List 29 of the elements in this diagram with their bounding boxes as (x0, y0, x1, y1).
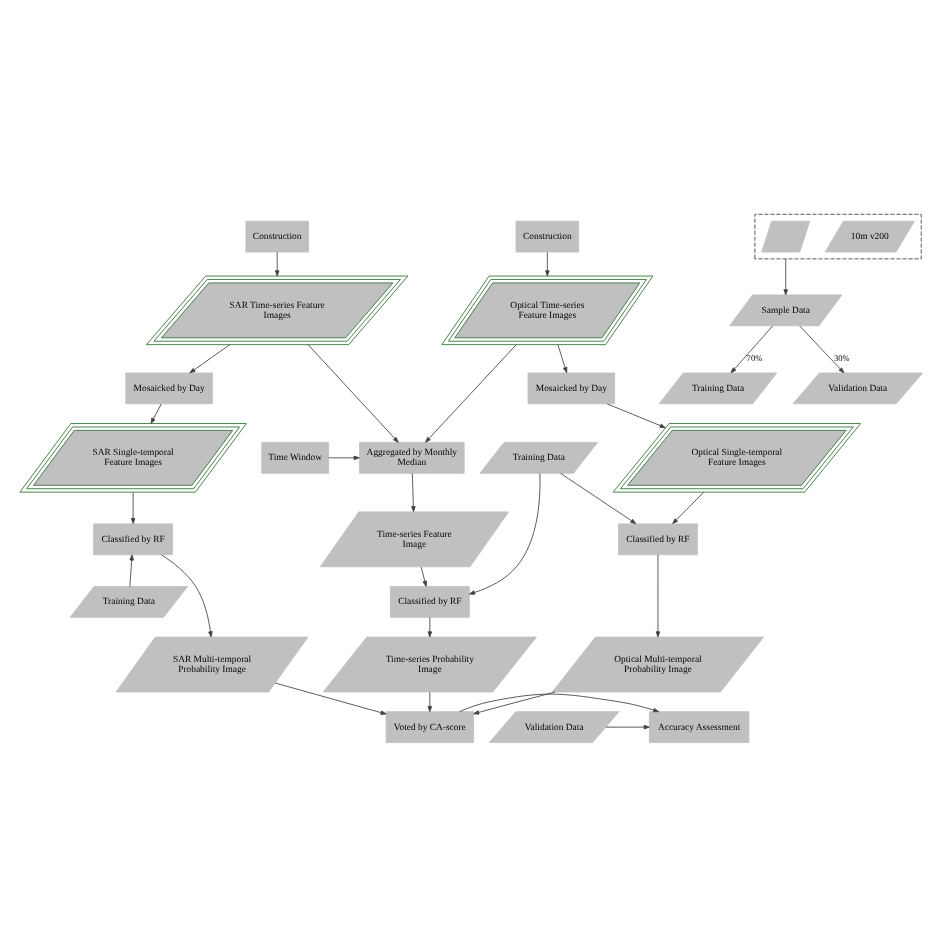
arrow (189, 343, 231, 373)
arrow (427, 616, 433, 637)
arrow (328, 454, 360, 460)
arrow (274, 250, 280, 276)
arrow (411, 471, 416, 512)
arrow (655, 553, 661, 637)
arrow (473, 690, 556, 714)
cluster (754, 212, 922, 259)
arrow (730, 324, 774, 373)
arrow (545, 250, 550, 276)
arrow (427, 690, 433, 711)
arrow (130, 490, 136, 523)
arrow (605, 723, 650, 729)
arrow (161, 553, 213, 637)
arrow (783, 257, 788, 295)
arrow (459, 692, 660, 712)
arrow (307, 343, 399, 442)
arrow (425, 343, 517, 442)
arrow (799, 324, 845, 373)
arrow (150, 402, 162, 423)
arrow (274, 681, 387, 714)
node-parallelogram (761, 219, 811, 252)
arrow (560, 471, 637, 524)
arrow (606, 402, 666, 428)
arrow (557, 343, 568, 373)
arrow (672, 490, 705, 523)
arrow (469, 472, 541, 594)
arrow (129, 553, 134, 586)
arrow (420, 565, 427, 586)
